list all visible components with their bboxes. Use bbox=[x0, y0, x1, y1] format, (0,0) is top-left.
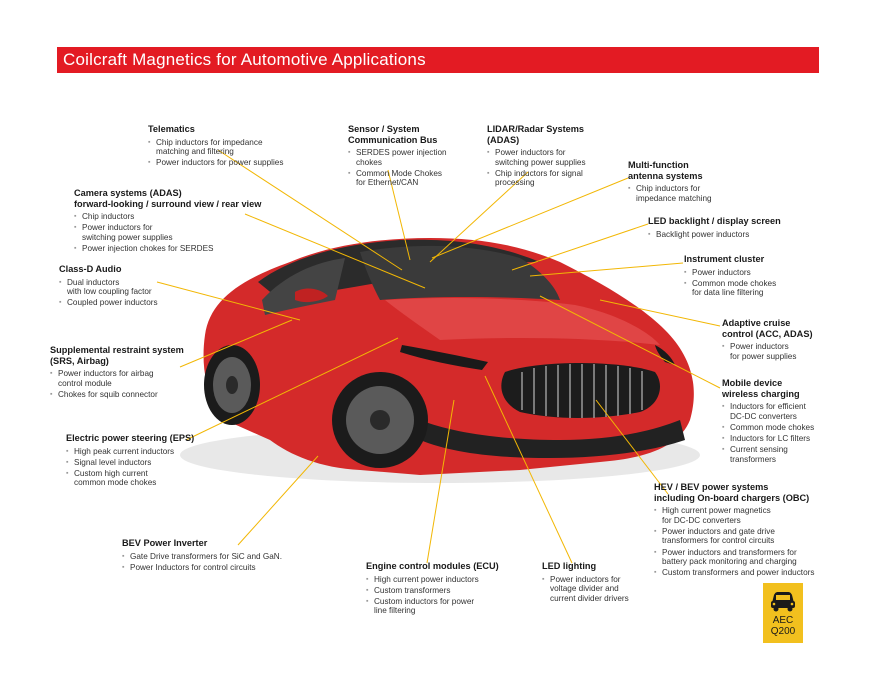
aec-q200-badge: AEC Q200 bbox=[763, 583, 803, 643]
callout-title: Supplemental restraint system (SRS, Airb… bbox=[50, 345, 184, 366]
badge-line-2: Q200 bbox=[770, 626, 796, 637]
callout-title: Engine control modules (ECU) bbox=[366, 561, 499, 571]
car-mirror bbox=[295, 288, 328, 303]
page-title: Coilcraft Magnetics for Automotive Appli… bbox=[63, 50, 426, 69]
list-item: Current sensing transformers bbox=[722, 445, 832, 464]
list-item: Power inductors and gate drive transform… bbox=[654, 527, 844, 546]
list-item: Chokes for squib connector bbox=[50, 390, 200, 400]
callout-mobile: Mobile device wireless charging Inductor… bbox=[722, 378, 832, 466]
callout-title: Telematics bbox=[148, 124, 195, 134]
list-item: Inductors for LC filters bbox=[722, 434, 832, 444]
leader-instrument bbox=[529, 262, 684, 277]
list-item: Power inductors for switching power supp… bbox=[74, 223, 284, 242]
list-item: Chip inductors for impedance matching bbox=[628, 184, 748, 203]
leader-hev bbox=[595, 399, 669, 495]
callout-telematics: Telematics Chip inductors for impedance … bbox=[148, 124, 318, 169]
list-item: Chip inductors bbox=[74, 212, 284, 222]
car-bumper bbox=[420, 420, 685, 458]
list-item: Signal level inductors bbox=[66, 458, 216, 468]
list-item: Custom inductors for power line filterin… bbox=[366, 597, 506, 616]
callout-title: Adaptive cruise control (ACC, ADAS) bbox=[722, 318, 813, 339]
list-item: Common mode chokes bbox=[722, 423, 832, 433]
callout-title: LED backlight / display screen bbox=[648, 216, 781, 226]
list-item: Custom transformers bbox=[366, 586, 506, 596]
car-icon bbox=[771, 592, 795, 612]
list-item: Power inductors for switching power supp… bbox=[487, 148, 617, 167]
leader-srs bbox=[179, 319, 293, 368]
list-item: Inductors for efficient DC-DC converters bbox=[722, 402, 832, 421]
car-headlight-right bbox=[655, 345, 675, 365]
callout-led-lighting: LED lighting Power inductors for voltage… bbox=[542, 561, 652, 605]
callout-sensor: Sensor / System Communication Bus SERDES… bbox=[348, 124, 468, 190]
car-wheel-rear bbox=[204, 345, 260, 425]
callout-title: Camera systems (ADAS) forward-looking / … bbox=[74, 188, 262, 209]
callout-audio: Class-D Audio Dual inductors with low co… bbox=[59, 264, 199, 309]
callout-instrument: Instrument cluster Power inductors Commo… bbox=[684, 254, 804, 299]
car-hood bbox=[385, 297, 660, 345]
leader-telematics bbox=[217, 149, 403, 271]
list-item: Power Inductors for control circuits bbox=[122, 563, 302, 573]
list-item: Power inductors and transformers for bat… bbox=[654, 548, 844, 567]
car-grille bbox=[501, 363, 660, 418]
leader-led-backlight bbox=[511, 223, 649, 271]
list-item: Power inductors bbox=[684, 268, 804, 278]
list-item: SERDES power injection chokes bbox=[348, 148, 468, 167]
list-item: Custom high current common mode chokes bbox=[66, 469, 216, 488]
callout-lidar: LIDAR/Radar Systems (ADAS) Power inducto… bbox=[487, 124, 617, 190]
list-item: Custom transformers and power inductors bbox=[654, 568, 844, 578]
callout-title: HEV / BEV power systems including On-boa… bbox=[654, 482, 810, 503]
callout-camera: Camera systems (ADAS) forward-looking / … bbox=[74, 188, 284, 255]
list-item: Power injection chokes for SERDES bbox=[74, 244, 284, 254]
callout-hev: HEV / BEV power systems including On-boa… bbox=[654, 482, 844, 579]
callout-srs: Supplemental restraint system (SRS, Airb… bbox=[50, 345, 200, 401]
callout-title: BEV Power Inverter bbox=[122, 538, 208, 548]
callout-multifunction: Multi-function antenna systems Chip indu… bbox=[628, 160, 748, 205]
callout-title: Electric power steering (EPS) bbox=[66, 433, 195, 443]
callout-led-backlight: LED backlight / display screen Backlight… bbox=[648, 216, 798, 241]
list-item: Common Mode Chokes for Ethernet/CAN bbox=[348, 169, 468, 188]
list-item: Dual inductors with low coupling factor bbox=[59, 278, 199, 297]
car-side-window bbox=[262, 258, 345, 315]
list-item: High current power magnetics for DC-DC c… bbox=[654, 506, 844, 525]
list-item: Chip inductors for signal processing bbox=[487, 169, 617, 188]
list-item: Power inductors for power supplies bbox=[148, 158, 318, 168]
leader-cruise bbox=[599, 299, 721, 327]
callout-title: Sensor / System Communication Bus bbox=[348, 124, 438, 145]
callout-title: Instrument cluster bbox=[684, 254, 765, 264]
list-item: Power inductors for voltage divider and … bbox=[542, 575, 652, 604]
callout-inverter: BEV Power Inverter Gate Drive transforme… bbox=[122, 538, 302, 574]
callout-title: LIDAR/Radar Systems (ADAS) bbox=[487, 124, 585, 145]
callout-title: Multi-function antenna systems bbox=[628, 160, 703, 181]
list-item: Chip inductors for impedance matching an… bbox=[148, 138, 318, 157]
list-item: Power inductors for airbag control modul… bbox=[50, 369, 200, 388]
list-item: Common mode chokes for data line filteri… bbox=[684, 279, 804, 298]
leader-mobile bbox=[539, 295, 721, 389]
list-item: Backlight power inductors bbox=[648, 230, 798, 240]
list-item: High peak current inductors bbox=[66, 447, 216, 457]
callout-eps: Electric power steering (EPS) High peak … bbox=[66, 433, 216, 489]
callout-title: LED lighting bbox=[542, 561, 597, 571]
callout-ecu: Engine control modules (ECU) High curren… bbox=[366, 561, 506, 617]
list-item: Coupled power inductors bbox=[59, 298, 199, 308]
badge-line-1: AEC bbox=[772, 615, 794, 626]
title-banner: Coilcraft Magnetics for Automotive Appli… bbox=[57, 47, 819, 73]
leader-led-lighting bbox=[484, 375, 573, 564]
leader-eps bbox=[185, 337, 399, 441]
callout-title: Class-D Audio bbox=[59, 264, 122, 274]
list-item: High current power inductors bbox=[366, 575, 506, 585]
leader-ecu bbox=[426, 399, 455, 564]
car-headlight-left bbox=[400, 345, 488, 370]
leader-inverter bbox=[237, 455, 319, 546]
callout-cruise: Adaptive cruise control (ACC, ADAS) Powe… bbox=[722, 318, 832, 363]
list-item: Gate Drive transformers for SiC and GaN. bbox=[122, 552, 302, 562]
car-wheel-front bbox=[332, 372, 428, 468]
callout-title: Mobile device wireless charging bbox=[722, 378, 800, 399]
list-item: Power inductors for power supplies bbox=[722, 342, 832, 361]
leader-multifunction bbox=[431, 177, 629, 259]
